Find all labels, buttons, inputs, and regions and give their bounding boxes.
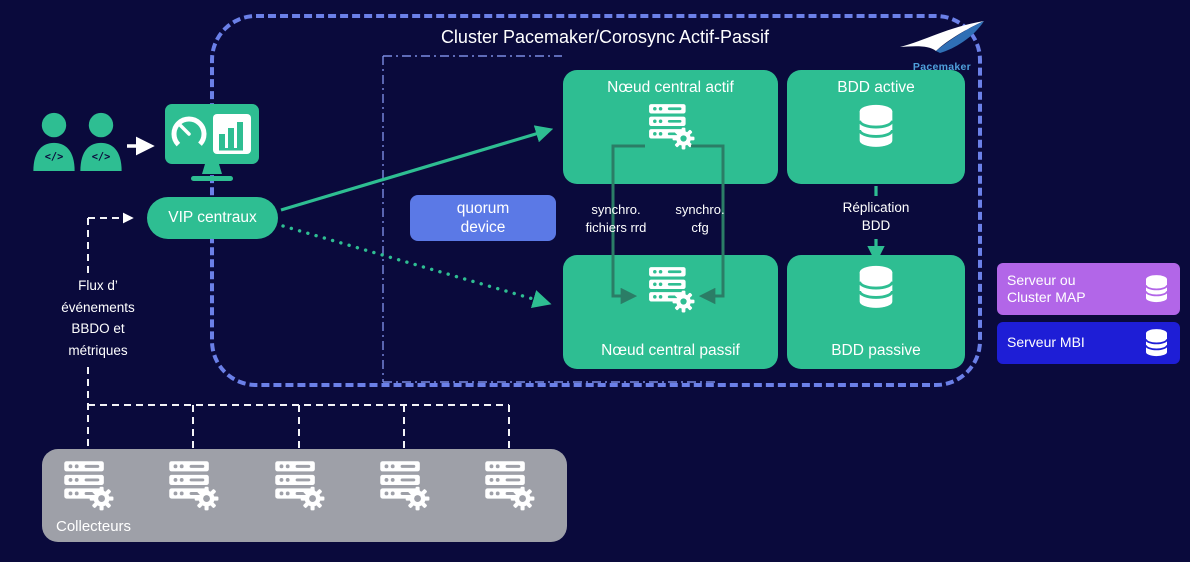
cluster-title: Cluster Pacemaker/Corosync Actif-Passif — [440, 27, 770, 47]
database-icon — [855, 264, 897, 311]
vip-centraux-label: VIP centraux — [168, 209, 257, 226]
database-icon — [1143, 328, 1170, 358]
map-server-node: Serveur ou Cluster MAP — [997, 263, 1180, 315]
vip-centraux-node: VIP centraux — [147, 197, 278, 239]
developer-icon — [30, 111, 78, 171]
collectors-group: Collecteurs — [42, 449, 567, 542]
server-gear-icon — [647, 265, 695, 313]
bdd-active-label: BDD active — [837, 79, 915, 96]
dashboard-monitor-icon — [165, 104, 259, 181]
collector-server-icon — [273, 459, 325, 511]
active-central-node: Nœud central actif — [563, 70, 778, 184]
synchro-cfg-label: synchro. cfg — [675, 202, 725, 235]
database-icon — [1143, 274, 1170, 304]
collector-server-icon — [378, 459, 430, 511]
map-server-label: Serveur ou Cluster MAP — [1007, 271, 1086, 306]
mbi-server-label: Serveur MBI — [1007, 334, 1085, 351]
synchro-rrd-label: synchro. fichiers rrd — [585, 202, 647, 235]
collector-server-icon — [62, 459, 114, 511]
collector-server-icon — [167, 459, 219, 511]
collectors-label: Collecteurs — [56, 518, 132, 535]
collector-server-icon — [483, 459, 535, 511]
flux-events-label: Flux d’ événements BBDO et métriques — [61, 278, 135, 358]
pacemaker-swoosh-icon — [900, 21, 984, 53]
server-gear-icon — [647, 102, 695, 150]
bdd-passive-node: BDD passive — [787, 255, 965, 369]
active-central-label: Nœud central actif — [607, 79, 734, 96]
database-icon — [855, 103, 897, 150]
mbi-server-node: Serveur MBI — [997, 322, 1180, 364]
quorum-device-label: quorum device — [456, 199, 510, 236]
bdd-replication-label: Réplication BDD — [842, 200, 910, 234]
passive-central-label: Nœud central passif — [601, 342, 740, 359]
developer-icon — [77, 111, 125, 171]
pacemaker-logo: Pacemaker — [896, 18, 988, 73]
bdd-passive-label: BDD passive — [831, 342, 921, 359]
quorum-device-node: quorum device — [410, 195, 556, 241]
passive-central-node: Nœud central passif — [563, 255, 778, 369]
bdd-active-node: BDD active — [787, 70, 965, 184]
